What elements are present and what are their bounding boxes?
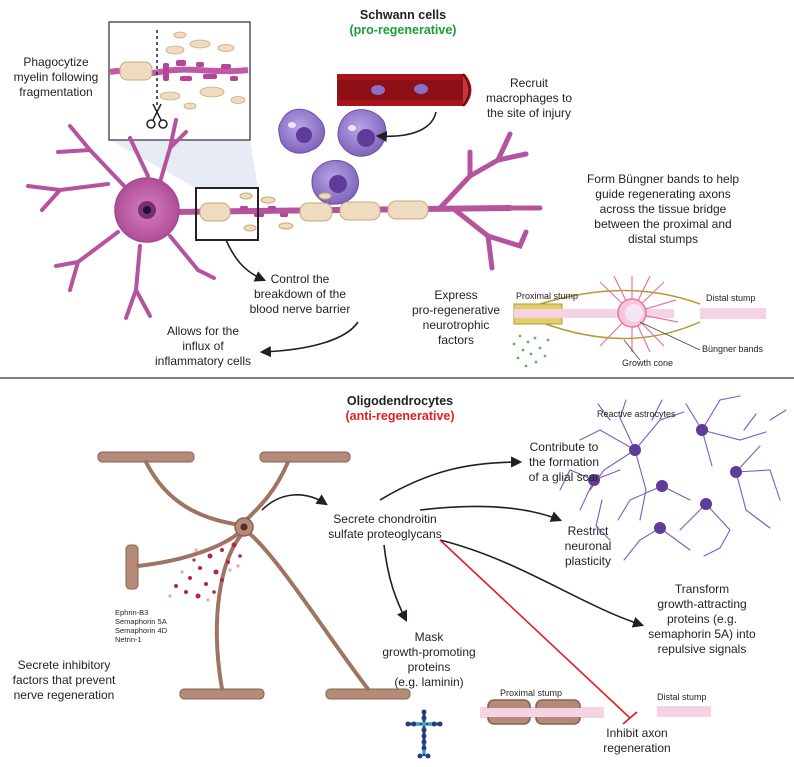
- astrocyte-somas: [588, 424, 742, 534]
- blood-vessel: [337, 73, 472, 107]
- zoom-cone: [110, 140, 258, 188]
- distal-stump-label-top: Distal stump: [706, 293, 756, 303]
- reactive-astrocytes: [559, 395, 787, 561]
- bungner-band-diagram: [512, 275, 766, 368]
- oligo-subtitle: (anti-regenerative): [345, 409, 455, 423]
- proximal-stump-label-top: Proximal stump: [516, 291, 579, 301]
- oligo-title: Oligodendrocytes: [346, 394, 454, 408]
- myelin-sheath: [199, 192, 429, 232]
- oligodendrocyte: [97, 451, 411, 700]
- growth-cone-label: Growth cone: [622, 358, 674, 368]
- zoom-box: [195, 187, 259, 241]
- inhibit-line: [439, 539, 631, 719]
- macrophages: [278, 108, 387, 205]
- schwann-title: Schwann cells: [359, 8, 447, 22]
- proximal-stump-label-bottom: Proximal stump: [500, 688, 563, 698]
- inset-myelin-fragmentation: [108, 21, 251, 141]
- inhibited-axon-diagram: [480, 699, 711, 725]
- bungner-bands-label: Büngner bands: [702, 344, 764, 354]
- inhibitory-factor-dots: [174, 542, 242, 599]
- scissors-icon: [146, 103, 168, 129]
- reactive-astrocytes-label: Reactive astrocytes: [597, 409, 676, 419]
- distal-stump-label-bottom: Distal stump: [657, 692, 707, 702]
- laminin-icon: [405, 709, 443, 759]
- schwann-subtitle: (pro-regenerative): [349, 23, 457, 37]
